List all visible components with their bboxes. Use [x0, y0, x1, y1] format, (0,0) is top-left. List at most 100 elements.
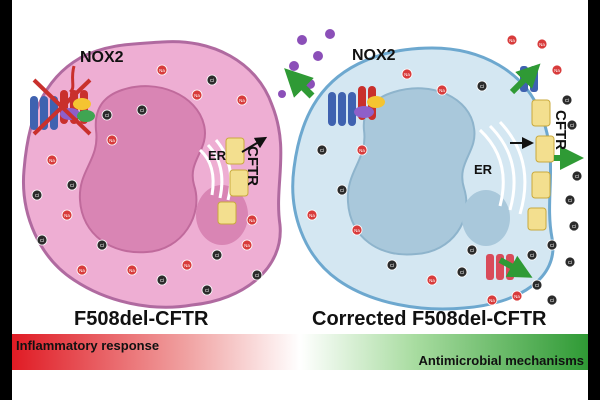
sodium-ion: Na [246, 214, 258, 226]
svg-text:Cl: Cl [535, 283, 539, 288]
svg-text:Na: Na [159, 68, 165, 73]
sodium-ion: Na [511, 290, 523, 302]
left-er-label: ER [208, 148, 227, 163]
right-nucleus [346, 87, 476, 256]
cell-diagram: NaClNaClNaClNaClNaClNaClClNaClNaNaClNaCl… [21, 29, 584, 311]
svg-text:Cl: Cl [568, 198, 572, 203]
chloride-ion: Cl [466, 244, 478, 256]
chloride-ion: Cl [456, 266, 468, 278]
chloride-ion: Cl [526, 249, 538, 261]
chloride-ion: Cl [156, 274, 168, 286]
sodium-ion: Na [156, 64, 168, 76]
chloride-ion: Cl [546, 294, 558, 306]
chloride-ion: Cl [316, 144, 328, 156]
sodium-ion: Na [551, 64, 563, 76]
svg-text:Na: Na [249, 218, 255, 223]
chloride-ion: Cl [136, 104, 148, 116]
svg-text:Cl: Cl [565, 98, 569, 103]
svg-text:Cl: Cl [575, 174, 579, 179]
svg-text:Na: Na [354, 228, 360, 233]
svg-text:Na: Na [439, 88, 445, 93]
svg-text:Na: Na [489, 298, 495, 303]
svg-text:Na: Na [129, 268, 135, 273]
chloride-ion: Cl [206, 74, 218, 86]
sodium-ion: Na [126, 264, 138, 276]
svg-text:Cl: Cl [572, 224, 576, 229]
left-nox2-label: NOX2 [80, 49, 124, 66]
svg-text:Na: Na [429, 278, 435, 283]
svg-text:Cl: Cl [340, 188, 344, 193]
chloride-ion: Cl [336, 184, 348, 196]
chloride-ion: Cl [201, 284, 213, 296]
svg-text:Cl: Cl [460, 270, 464, 275]
right-cell-caption: Corrected F508del-CFTR [312, 308, 547, 330]
left-nucleus [78, 85, 207, 254]
svg-text:Cl: Cl [100, 243, 104, 248]
sodium-ion: Na [486, 294, 498, 306]
svg-text:Na: Na [194, 93, 200, 98]
right-er-label: ER [474, 162, 493, 177]
sodium-ion: Na [61, 209, 73, 221]
svg-text:Na: Na [514, 294, 520, 299]
left-cell-caption: F508del-CFTR [74, 308, 209, 330]
chloride-ion: Cl [386, 259, 398, 271]
svg-text:Cl: Cl [255, 273, 259, 278]
svg-text:Na: Na [404, 72, 410, 77]
sodium-ion: Na [46, 154, 58, 166]
sodium-ion: Na [236, 94, 248, 106]
svg-text:Na: Na [64, 213, 70, 218]
sodium-ion: Na [106, 134, 118, 146]
right-cell [278, 29, 584, 311]
sodium-ion: Na [351, 224, 363, 236]
svg-text:Cl: Cl [205, 288, 209, 293]
chloride-ion: Cl [251, 269, 263, 281]
svg-text:Cl: Cl [550, 298, 554, 303]
chloride-ion: Cl [36, 234, 48, 246]
chloride-ion: Cl [96, 239, 108, 251]
svg-text:Cl: Cl [210, 78, 214, 83]
svg-text:Na: Na [49, 158, 55, 163]
chloride-ion: Cl [571, 170, 583, 182]
svg-text:Cl: Cl [320, 148, 324, 153]
right-nucleus-lobe [462, 190, 510, 246]
sodium-ion: Na [536, 38, 548, 50]
svg-text:Cl: Cl [160, 278, 164, 283]
svg-text:Na: Na [509, 38, 515, 43]
svg-text:Na: Na [184, 263, 190, 268]
right-cftr-label: CFTR [552, 110, 569, 150]
left-cftr-label: CFTR [244, 146, 261, 186]
svg-text:Na: Na [244, 243, 250, 248]
chloride-ion: Cl [66, 179, 78, 191]
svg-text:Na: Na [554, 68, 560, 73]
gradient-right-label: Antimicrobial mechanisms [418, 353, 584, 368]
sodium-ion: Na [241, 239, 253, 251]
gradient-left-label: Inflammatory response [16, 338, 160, 353]
svg-text:Cl: Cl [140, 108, 144, 113]
chloride-ion: Cl [476, 80, 488, 92]
svg-text:Na: Na [539, 42, 545, 47]
svg-text:Cl: Cl [550, 243, 554, 248]
svg-text:Cl: Cl [390, 263, 394, 268]
right-nox2-label: NOX2 [352, 47, 396, 64]
sodium-ion: Na [426, 274, 438, 286]
chloride-ion: Cl [561, 94, 573, 106]
sodium-ion: Na [356, 144, 368, 156]
sodium-ion: Na [181, 259, 193, 271]
svg-text:Na: Na [239, 98, 245, 103]
svg-text:Cl: Cl [35, 193, 39, 198]
sodium-ion: Na [76, 264, 88, 276]
svg-text:Na: Na [309, 213, 315, 218]
response-gradient-bar: Inflammatory response Antimicrobial mech… [12, 334, 588, 370]
svg-text:Cl: Cl [568, 260, 572, 265]
right-channels-top [509, 63, 541, 95]
left-cell [21, 40, 283, 309]
svg-text:Na: Na [109, 138, 115, 143]
sodium-ion: Na [401, 68, 413, 80]
sodium-ion: Na [306, 209, 318, 221]
chloride-ion: Cl [564, 256, 576, 268]
svg-text:Cl: Cl [480, 84, 484, 89]
svg-text:Cl: Cl [470, 248, 474, 253]
left-nox2-inhibited-cross [32, 78, 92, 136]
